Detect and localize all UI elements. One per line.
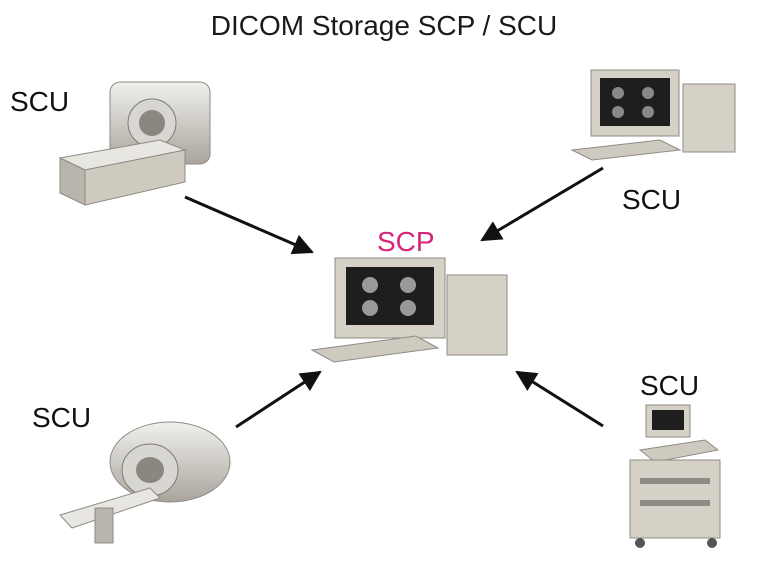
arrow-ultrasound-to-scp xyxy=(515,370,604,428)
arrow-workstation-to-scp xyxy=(480,166,604,242)
ultrasound-cart-icon xyxy=(629,404,721,548)
workstation-icon xyxy=(570,69,736,161)
arrow-mri-to-scp xyxy=(235,370,322,429)
mri-scanner-icon xyxy=(59,421,231,544)
arrow-ct-to-scp xyxy=(184,195,314,255)
scu-label-ultrasound: SCU xyxy=(640,370,700,401)
ct-scanner-icon xyxy=(58,81,211,206)
scp-workstation-icon xyxy=(310,257,508,363)
scp-label: SCP xyxy=(377,226,435,257)
diagram-title: DICOM Storage SCP / SCU xyxy=(210,10,558,41)
scu-label-workstation: SCU xyxy=(622,184,682,215)
scu-label-ct: SCU xyxy=(10,86,70,117)
scu-label-mri: SCU xyxy=(32,402,92,433)
